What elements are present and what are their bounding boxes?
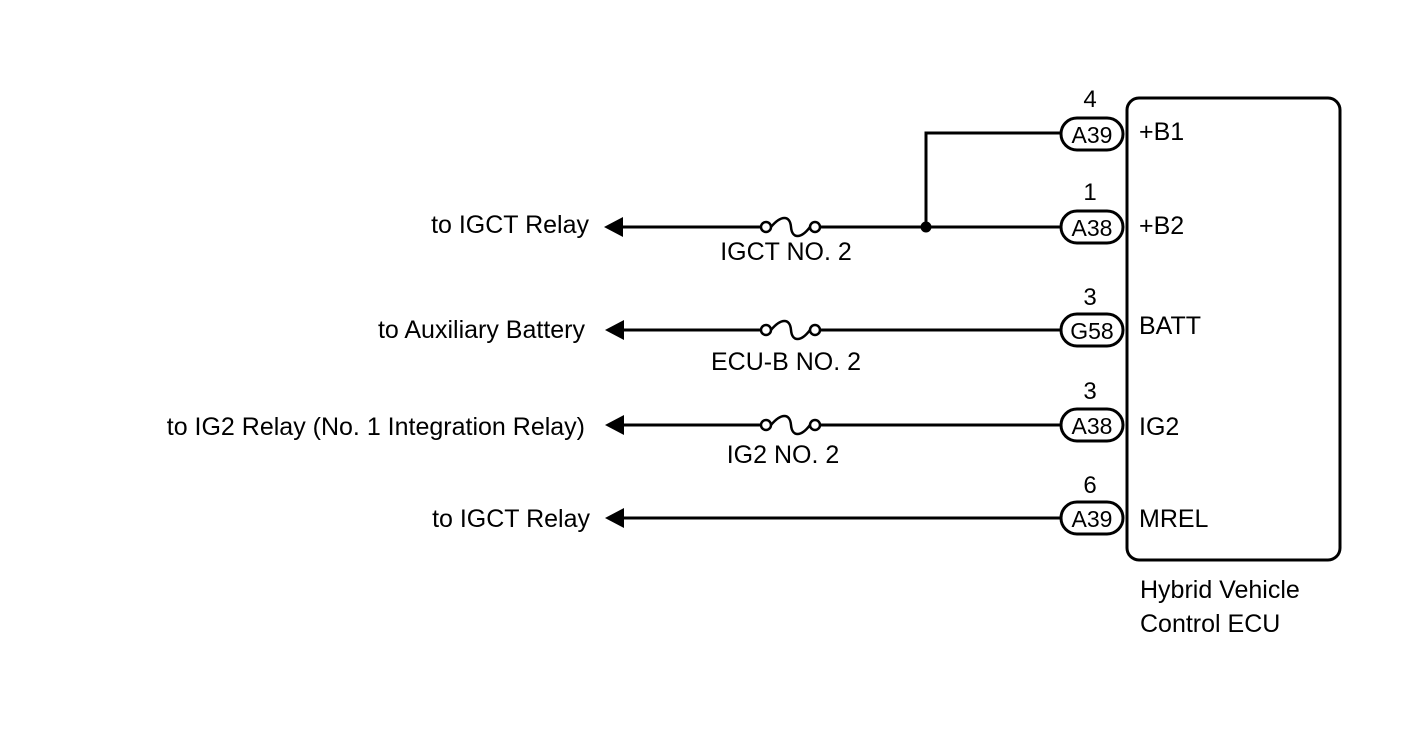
terminal-signal: BATT <box>1139 312 1201 340</box>
fuse-icon <box>770 414 811 436</box>
fuse-terminal <box>759 323 773 337</box>
b1-branch-wire <box>924 131 1061 227</box>
fuse-label: IGCT NO. 2 <box>720 238 852 266</box>
arrow-icon <box>605 320 624 340</box>
terminal-signal: MREL <box>1139 505 1209 533</box>
arrow-icon <box>605 415 624 435</box>
circuit-destination: to Auxiliary Battery <box>378 316 586 344</box>
ecu-name-line2: Control ECU <box>1140 610 1280 638</box>
circuit-ig2: to IG2 Relay (No. 1 Integration Relay) I… <box>167 413 1061 469</box>
fuse-terminal <box>808 323 822 337</box>
arrow-icon <box>605 508 624 528</box>
circuit-mrel: to IGCT Relay <box>432 505 1061 533</box>
terminal-ig2: 3 A38 IG2 <box>1059 378 1179 443</box>
terminal-b1: 4 A39 +B1 <box>1059 86 1184 152</box>
fuse-icon <box>770 216 811 238</box>
fuse-terminal <box>759 220 773 234</box>
fuse-terminal <box>759 418 773 432</box>
connector-label: A38 <box>1072 413 1113 439</box>
pin-number: 6 <box>1083 472 1096 499</box>
fuse-label: IG2 NO. 2 <box>727 441 840 469</box>
pin-number: 3 <box>1083 284 1096 311</box>
connector-label: G58 <box>1070 318 1113 344</box>
fuse-terminal <box>808 220 822 234</box>
terminal-mrel: 6 A39 MREL <box>1059 472 1209 536</box>
circuit-destination: to IGCT Relay <box>432 505 590 533</box>
terminal-b2: 1 A38 +B2 <box>1059 179 1184 245</box>
terminal-signal: +B2 <box>1139 212 1184 240</box>
ecu-box <box>1125 96 1342 562</box>
terminal-signal: +B1 <box>1139 118 1184 146</box>
terminal-signal: IG2 <box>1139 413 1179 441</box>
fuse-terminal <box>808 418 822 432</box>
arrow-icon <box>604 217 623 237</box>
connector-label: A39 <box>1072 506 1113 532</box>
fuse-label: ECU-B NO. 2 <box>711 348 861 376</box>
pin-number: 3 <box>1083 378 1096 405</box>
connector-label: A39 <box>1072 122 1113 148</box>
pin-number: 1 <box>1083 179 1096 206</box>
ecu-name-line1: Hybrid Vehicle <box>1140 576 1300 604</box>
circuit-igct: to IGCT Relay IGCT NO. 2 <box>431 211 1061 266</box>
fuse-icon <box>770 319 811 341</box>
circuit-destination: to IGCT Relay <box>431 211 589 239</box>
pin-number: 4 <box>1083 86 1096 113</box>
connector-label: A38 <box>1072 215 1113 241</box>
circuit-batt: to Auxiliary Battery ECU-B NO. 2 <box>378 316 1061 376</box>
terminal-batt: 3 G58 BATT <box>1059 284 1201 348</box>
circuit-destination: to IG2 Relay (No. 1 Integration Relay) <box>167 413 585 441</box>
